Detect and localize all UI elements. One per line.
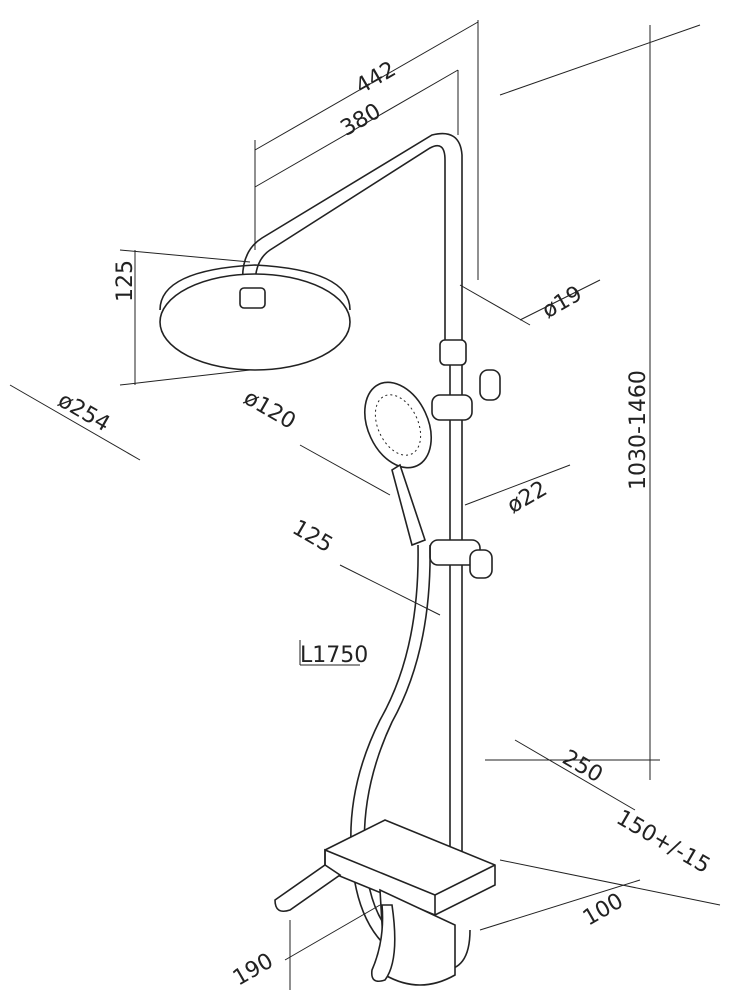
rain-shower-head bbox=[159, 264, 351, 371]
dim-total-width: 442 bbox=[352, 57, 401, 100]
handle bbox=[370, 904, 396, 983]
shower-rail bbox=[241, 132, 463, 880]
dim-mixer-depth: 100 bbox=[579, 889, 628, 932]
dim-spout-length: 190 bbox=[229, 949, 278, 992]
spout bbox=[274, 864, 342, 913]
thermostatic-mixer bbox=[274, 819, 496, 986]
dim-hose-length: L1750 bbox=[300, 643, 368, 668]
hand-shower bbox=[364, 381, 432, 547]
dim-head-diameter: ø254 bbox=[54, 388, 115, 437]
dim-hand-shower-diameter: ø120 bbox=[239, 385, 300, 434]
dim-center-distance: 150+/-15 bbox=[612, 805, 714, 879]
dim-shelf-depth: 250 bbox=[558, 745, 607, 788]
dim-head-height: 125 bbox=[113, 260, 138, 302]
dim-holder-diameter: ø22 bbox=[503, 476, 551, 518]
dim-hand-offset: 125 bbox=[288, 515, 337, 558]
dimension-lines bbox=[9, 20, 721, 990]
dim-rail-diameter: ø19 bbox=[538, 281, 586, 323]
dim-height-range: 1030-1460 bbox=[626, 370, 651, 490]
rail-fittings bbox=[429, 339, 501, 579]
